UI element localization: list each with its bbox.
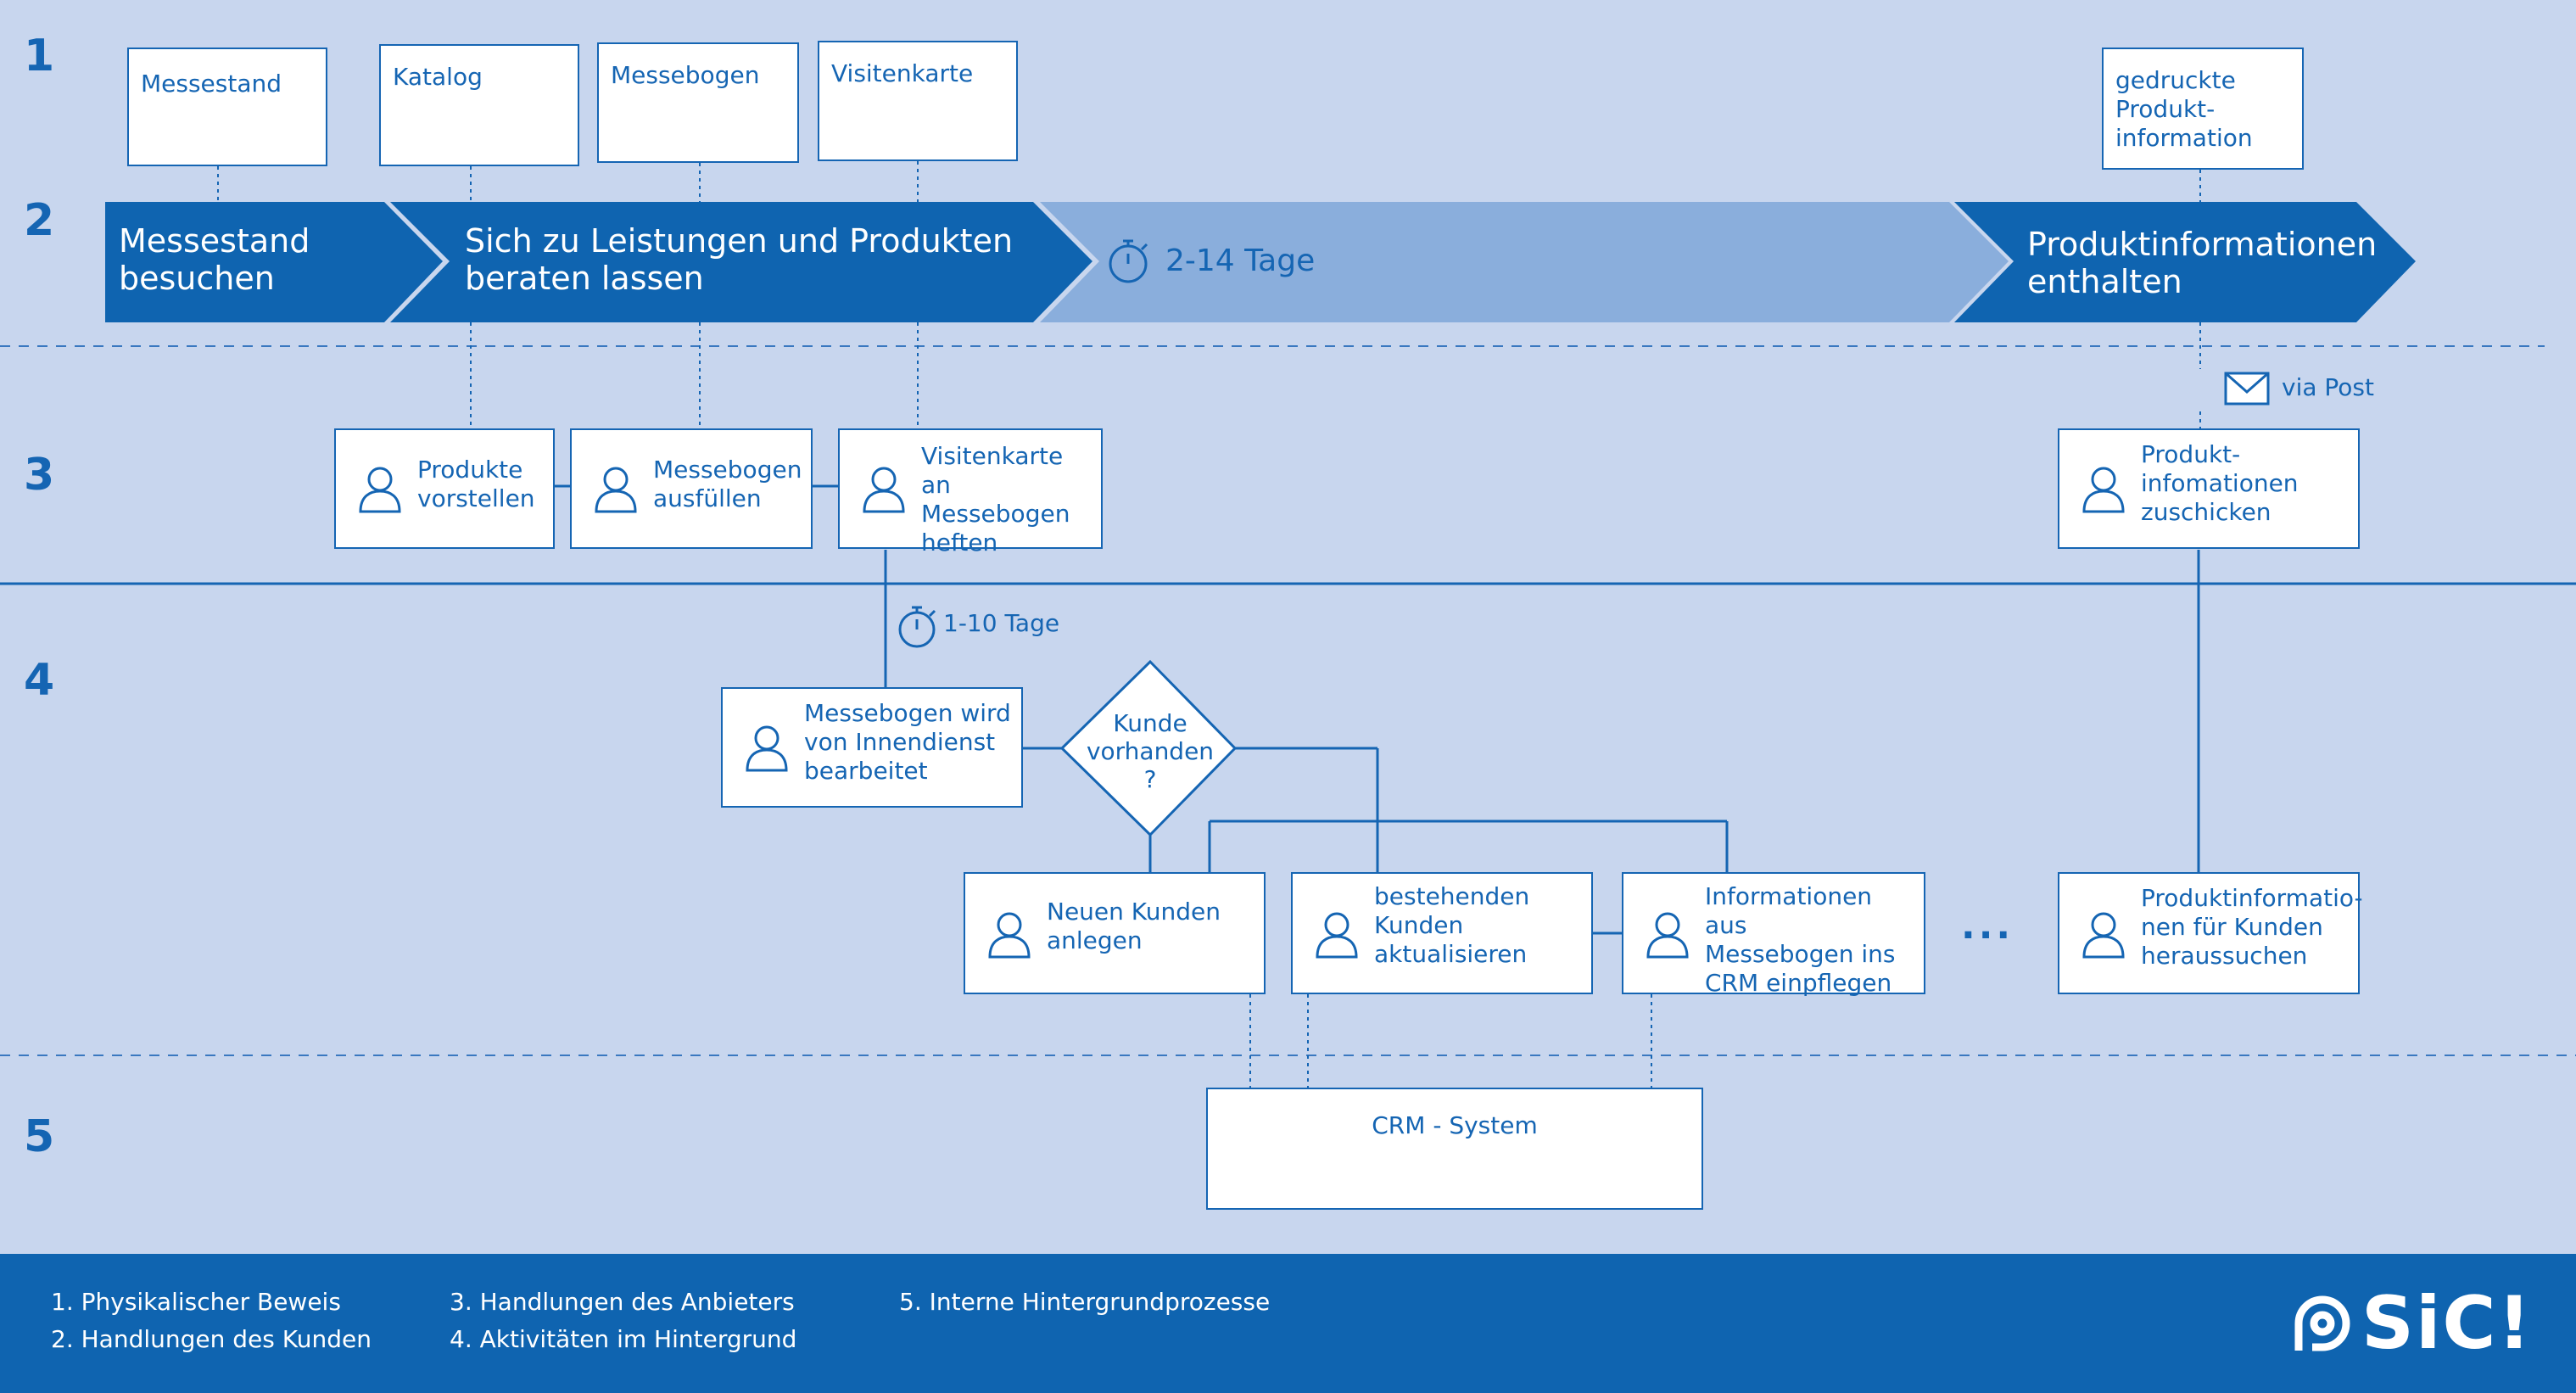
provider-visitenkarte-heften-label: Visitenkarte an Messebogen heften bbox=[921, 442, 1070, 557]
via-post-label: via Post bbox=[2282, 373, 2374, 401]
envelope-icon bbox=[2224, 372, 2270, 406]
background-bestehenden-kunden-aktualisieren-label: bestehenden Kunden aktualisieren bbox=[1374, 882, 1530, 968]
ellipsis-more-steps: ... bbox=[1961, 904, 2014, 948]
logo-wordmark: SiC! bbox=[2361, 1281, 2533, 1366]
legend-item-4: 4. Aktivitäten im Hintergrund bbox=[450, 1325, 797, 1353]
chevron-produktinfo bbox=[1954, 202, 2416, 322]
wait-duration-background: 1-10 Tage bbox=[943, 609, 1060, 637]
background-produktinfo-heraussuchen-label: Produktinformatio- nen für Kunden heraus… bbox=[2141, 884, 2363, 970]
background-neuen-kunden-anlegen: Neuen Kunden anlegen bbox=[964, 872, 1266, 994]
evidence-gedruckte-produktinformation: gedruckte Produkt- information bbox=[2102, 48, 2304, 170]
provider-produktinfo-zuschicken-label: Produkt- infomationen zuschicken bbox=[2141, 440, 2299, 526]
legend-item-3: 3. Handlungen des Anbieters bbox=[450, 1288, 795, 1316]
customer-action-produktinformationen-enthalten: Produktinformationen enthalten bbox=[2027, 226, 2378, 300]
evidence-katalog: Katalog bbox=[379, 44, 579, 166]
chevron-messestand-besuchen bbox=[105, 202, 443, 322]
legend-item-2: 2. Handlungen des Kunden bbox=[51, 1325, 372, 1353]
background-innendienst-bearbeitet-label: Messebogen wird von Innendienst bearbeit… bbox=[804, 699, 1011, 785]
chevron-beraten bbox=[390, 202, 1092, 322]
background-crm-einpflegen: Informationen aus Messebogen ins CRM ein… bbox=[1622, 872, 1925, 997]
background-crm-einpflegen-label: Informationen aus Messebogen ins CRM ein… bbox=[1705, 882, 1896, 997]
provider-messebogen-ausfuellen: Messebogen ausfüllen bbox=[570, 428, 813, 549]
person-icon bbox=[988, 912, 1031, 959]
legend-item-5: 5. Interne Hintergrundprozesse bbox=[899, 1288, 1271, 1316]
decision-kunde-vorhanden: Kunde vorhanden ? bbox=[1086, 709, 1215, 793]
lane-number-3: 3 bbox=[24, 450, 55, 501]
evidence-messebogen: Messebogen bbox=[597, 42, 799, 163]
lane-number-2: 2 bbox=[24, 195, 55, 246]
background-neuen-kunden-anlegen-label: Neuen Kunden anlegen bbox=[1047, 898, 1221, 954]
background-bestehenden-kunden-aktualisieren: bestehenden Kunden aktualisieren bbox=[1291, 872, 1593, 994]
stopwatch-icon-customer bbox=[1109, 239, 1148, 283]
legend-footer: 1. Physikalischer Beweis 2. Handlungen d… bbox=[0, 1254, 2576, 1393]
internal-crm-system: CRM - System bbox=[1206, 1088, 1703, 1210]
customer-action-beraten-lassen: Sich zu Leistungen und Produkten beraten… bbox=[465, 222, 1014, 297]
person-icon bbox=[359, 467, 401, 513]
background-innendienst-bearbeitet: Messebogen wird von Innendienst bearbeit… bbox=[721, 687, 1023, 808]
sic-logo: SiC! bbox=[2290, 1281, 2545, 1366]
person-icon bbox=[1646, 912, 1689, 959]
provider-produkte-vorstellen: Produkte vorstellen bbox=[334, 428, 555, 549]
background-produktinfo-heraussuchen: Produktinformatio- nen für Kunden heraus… bbox=[2058, 872, 2363, 994]
lane-number-1: 1 bbox=[24, 31, 55, 81]
stopwatch-icon-background bbox=[898, 606, 936, 648]
internal-crm-system-label: CRM - System bbox=[1372, 1111, 1538, 1139]
chevron-wait bbox=[1040, 202, 2009, 322]
person-icon bbox=[1316, 912, 1358, 959]
provider-messebogen-ausfuellen-label: Messebogen ausfüllen bbox=[653, 456, 802, 512]
decision-diamond bbox=[1059, 659, 1238, 837]
provider-visitenkarte-heften: Visitenkarte an Messebogen heften bbox=[838, 428, 1103, 557]
person-icon bbox=[863, 467, 905, 513]
evidence-visitenkarte: Visitenkarte bbox=[818, 41, 1018, 161]
legend-item-1: 1. Physikalischer Beweis bbox=[51, 1288, 341, 1316]
person-icon bbox=[2082, 912, 2125, 959]
wait-duration-customer: 2-14 Tage bbox=[1165, 243, 1316, 278]
customer-action-messestand-besuchen: Messestand besuchen bbox=[119, 222, 310, 297]
person-icon bbox=[595, 467, 637, 513]
lane-number-4: 4 bbox=[24, 655, 55, 706]
person-icon bbox=[2082, 467, 2125, 513]
provider-produkte-vorstellen-label: Produkte vorstellen bbox=[417, 456, 535, 512]
evidence-messestand: Messestand bbox=[127, 48, 327, 166]
provider-produktinfo-zuschicken: Produkt- infomationen zuschicken bbox=[2058, 428, 2360, 549]
logo-mark-icon bbox=[2294, 1295, 2350, 1351]
person-icon bbox=[746, 725, 788, 772]
lane-number-5: 5 bbox=[24, 1111, 55, 1162]
